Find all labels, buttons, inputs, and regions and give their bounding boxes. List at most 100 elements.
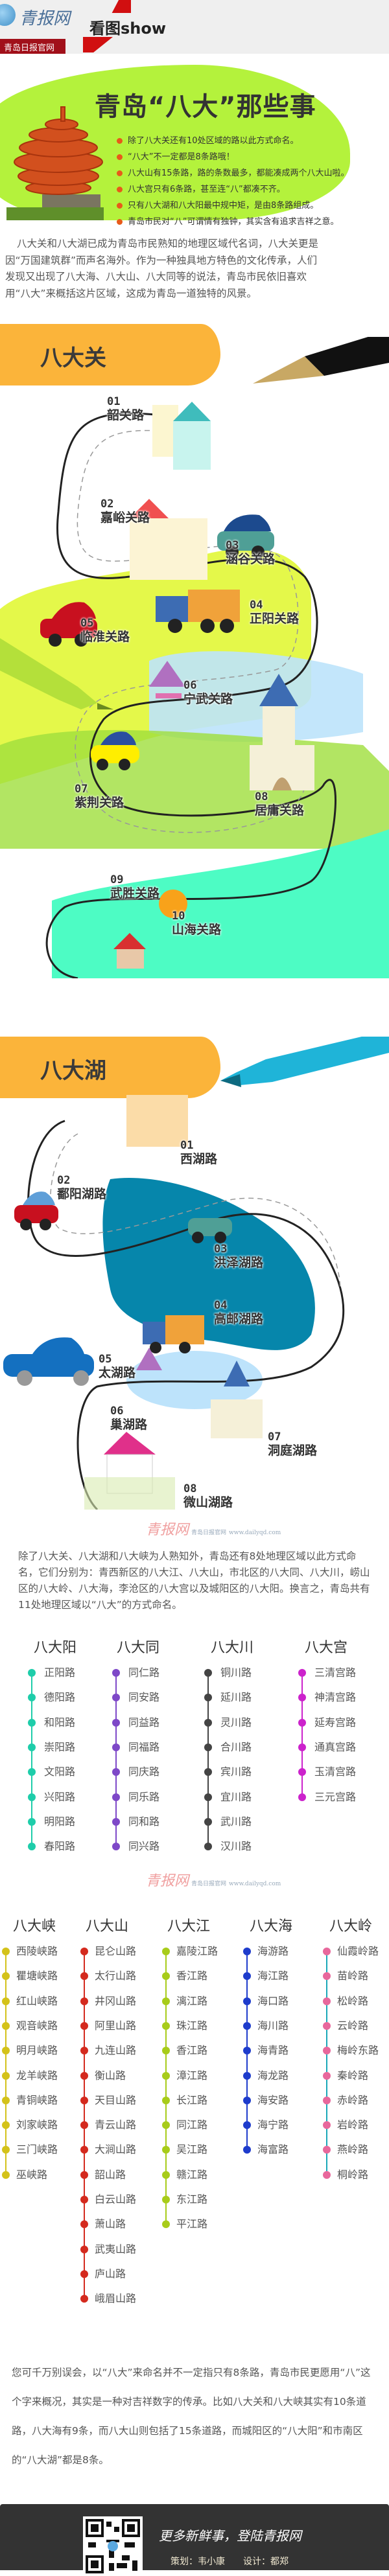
bullet-dot <box>204 1694 212 1702</box>
road-name: 德阳路 <box>44 1691 76 1704</box>
bullet-dot <box>80 2170 88 2179</box>
bullet-dot <box>204 1669 212 1677</box>
fact-item: 只有八大湖和八大阳最中规中矩，是由8条路组成。 <box>117 198 349 214</box>
bullet-dot <box>323 2021 331 2030</box>
road-name: 海青路 <box>257 2044 289 2057</box>
bullet-dot <box>323 2170 331 2179</box>
road-name: 九连山路 <box>95 2044 137 2057</box>
bullet-dot <box>28 1793 36 1801</box>
bullet-dot <box>323 2047 331 2055</box>
road-name: 同乐路 <box>128 1790 160 1803</box>
yellow-car-icon <box>91 731 139 770</box>
road-name: 通真宫路 <box>314 1740 357 1753</box>
road-name: 长江路 <box>176 2093 208 2106</box>
qr-code-icon[interactable] <box>83 2516 143 2576</box>
bullet-dot <box>80 2121 88 2130</box>
road-name: 合川路 <box>220 1740 252 1753</box>
bullet-dot <box>112 1694 120 1702</box>
bullet-dot <box>204 1843 212 1851</box>
bullet-dot <box>243 2121 251 2130</box>
sun-icon <box>159 890 187 918</box>
bullet-dot <box>2 2071 10 2080</box>
sailboat-icon <box>136 1348 162 1370</box>
fountain-pen-icon <box>253 337 389 384</box>
road-name: 海宁路 <box>257 2119 289 2132</box>
road-group-title: 八大阳 <box>34 1640 77 1656</box>
red-stripe-decoration <box>83 37 113 52</box>
bullet-dot <box>162 2146 170 2154</box>
road-name: 兴阳路 <box>44 1790 76 1803</box>
road-name: 松岭路 <box>337 1994 369 2007</box>
bullet-dot <box>162 1972 170 1981</box>
footer <box>0 2504 389 2570</box>
fact-item: 八大山有15条路，路的条数最多，都能凑成两个八大山啦。 <box>117 165 349 181</box>
road-name: 延川路 <box>220 1691 252 1704</box>
road-name: 昆仑山路 <box>95 1945 137 1957</box>
bullet-dot <box>204 1793 212 1801</box>
road-name: 同兴路 <box>128 1840 160 1853</box>
bullet-dot <box>80 2270 88 2278</box>
road-name: 秦岭路 <box>337 2069 369 2082</box>
road-name: 海川路 <box>257 2019 289 2032</box>
bullet-dot <box>243 2021 251 2030</box>
bullet-dot <box>112 1793 120 1801</box>
bullet-dot <box>80 2220 88 2229</box>
road-name: 赣江路 <box>176 2168 208 2181</box>
road-name: 观音峡路 <box>16 2019 58 2032</box>
road-name: 井冈山路 <box>95 1994 137 2007</box>
bullet-dot <box>80 2021 88 2030</box>
road-name: 嘉陵江路 <box>176 1945 218 1957</box>
bullet-dot <box>2 2096 10 2104</box>
road-name: 同益路 <box>128 1716 160 1729</box>
site-logo[interactable]: 青报网 <box>19 9 71 29</box>
road-name: 宾川路 <box>220 1765 252 1778</box>
road-group-title: 八大山 <box>86 1918 129 1935</box>
road-name: 红山峡路 <box>16 1994 58 2007</box>
road-name: 明月峡路 <box>16 2044 58 2057</box>
bullet-dot <box>323 2071 331 2080</box>
site-subtitle: 青岛日报官网 <box>0 39 65 54</box>
bullet-dot <box>80 2245 88 2253</box>
bullet-dot <box>298 1768 306 1777</box>
road-name: 明阳路 <box>44 1815 76 1828</box>
may-fourth-sculpture-icon <box>6 106 104 220</box>
bullet-dot <box>243 2071 251 2080</box>
road-name: 铜川路 <box>220 1666 252 1679</box>
bullet-dot <box>162 2096 170 2104</box>
road-name: 文阳路 <box>44 1765 76 1778</box>
bullet-dot <box>298 1694 306 1702</box>
closing-paragraph: 您可千万别误会，以“八大”来命名并不一定指只有8条路，青岛市民更愿用“八”这个字… <box>12 2367 371 2466</box>
road-name: 白云山路 <box>95 2193 137 2205</box>
other-areas-paragraph: 除了八大关、八大湖和八大峡为人熟知外，青岛还有8处地理区域以此方式命名，它们分别… <box>18 1550 370 1611</box>
bullet-dot <box>204 1718 212 1727</box>
timeline-line <box>115 1673 117 1847</box>
bullet-dot <box>112 1718 120 1727</box>
bullet-dot <box>323 2096 331 2104</box>
bullet-dot <box>80 1972 88 1981</box>
road-name: 海江路 <box>257 1970 289 1983</box>
bullet-dot <box>2 1948 10 1955</box>
bullet-dot <box>2 2170 10 2179</box>
road-name: 汉川路 <box>220 1840 252 1853</box>
road-name: 太行山路 <box>95 1970 137 1983</box>
bullet-dot <box>112 1768 120 1777</box>
road-name: 海游路 <box>257 1945 289 1957</box>
bullet-dot <box>298 1743 306 1751</box>
bullet-dot <box>323 2146 331 2154</box>
bullet-dot <box>323 2121 331 2130</box>
timeline-line <box>31 1673 32 1847</box>
fact-item: “八大”不一定都是8条路哦！ <box>117 149 349 165</box>
road-name: 漓江路 <box>176 1994 208 2007</box>
road-name: 延寿宫路 <box>314 1716 357 1729</box>
road-name: 和阳路 <box>44 1716 76 1729</box>
road-name: 云岭路 <box>337 2019 369 2032</box>
road-name: 崇阳路 <box>44 1740 76 1753</box>
bullet-dot <box>28 1669 36 1677</box>
bullet-dot <box>2 2021 10 2030</box>
road-name: 神清宫路 <box>314 1691 357 1704</box>
